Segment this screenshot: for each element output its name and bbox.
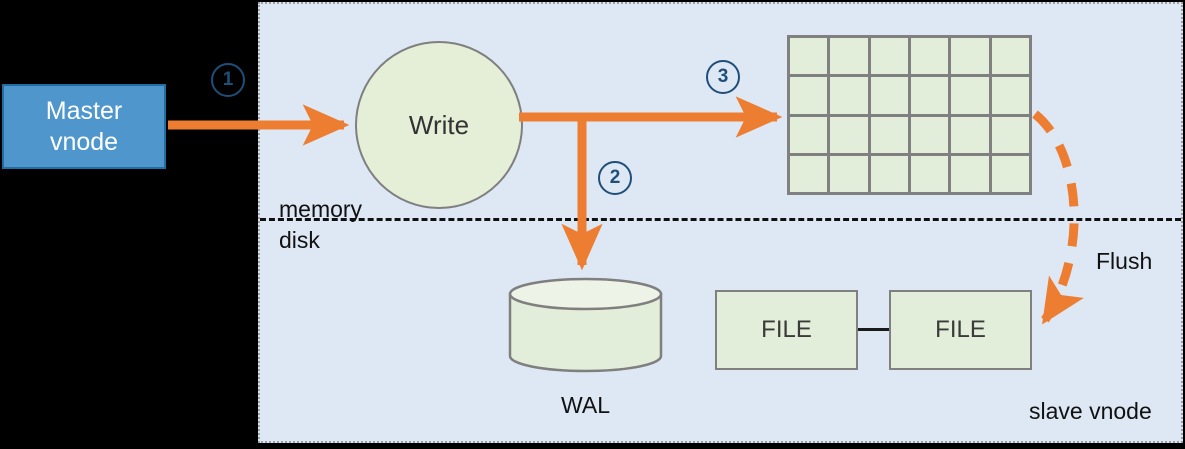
memory-grid-table: [787, 35, 1032, 195]
grid-cell: [991, 38, 1029, 75]
file-box-2: FILE: [889, 290, 1032, 370]
flush-label: Flush: [1096, 248, 1153, 274]
grid-cell: [830, 38, 868, 75]
grid-cell: [790, 155, 828, 192]
write-node: Write: [355, 41, 523, 209]
memory-disk-divider: [260, 218, 1181, 221]
grid-cell: [991, 155, 1029, 192]
grid-cell: [951, 38, 989, 75]
file-box-1: FILE: [715, 290, 858, 370]
grid-cell: [830, 155, 868, 192]
step-badge-3: 3: [706, 60, 740, 94]
memory-label: memory: [279, 196, 363, 222]
wal-label: WAL: [561, 392, 610, 418]
slave-vnode-label: slave vnode: [1029, 398, 1152, 424]
step-badge-1: 1: [211, 63, 245, 97]
grid-cell: [790, 77, 828, 114]
grid-cell: [951, 77, 989, 114]
grid-cell: [910, 38, 949, 75]
grid-cell: [790, 116, 828, 153]
grid-cell: [951, 155, 989, 192]
grid-cell: [830, 116, 868, 153]
grid-cell: [870, 155, 908, 192]
grid-cell: [910, 77, 949, 114]
step-badge-2: 2: [598, 161, 632, 195]
grid-cell: [991, 116, 1029, 153]
grid-cell: [951, 116, 989, 153]
file-connector-line: [858, 328, 890, 331]
disk-label: disk: [279, 227, 320, 253]
grid-cell: [870, 77, 908, 114]
grid-cell: [870, 38, 908, 75]
grid-cell: [910, 155, 949, 192]
grid-cell: [991, 77, 1029, 114]
grid-cell: [870, 116, 908, 153]
grid-cell: [790, 38, 828, 75]
master-vnode-box: Master vnode: [2, 84, 166, 169]
grid-cell: [830, 77, 868, 114]
grid-cell: [910, 116, 949, 153]
wal-cylinder-shape: [508, 277, 663, 373]
